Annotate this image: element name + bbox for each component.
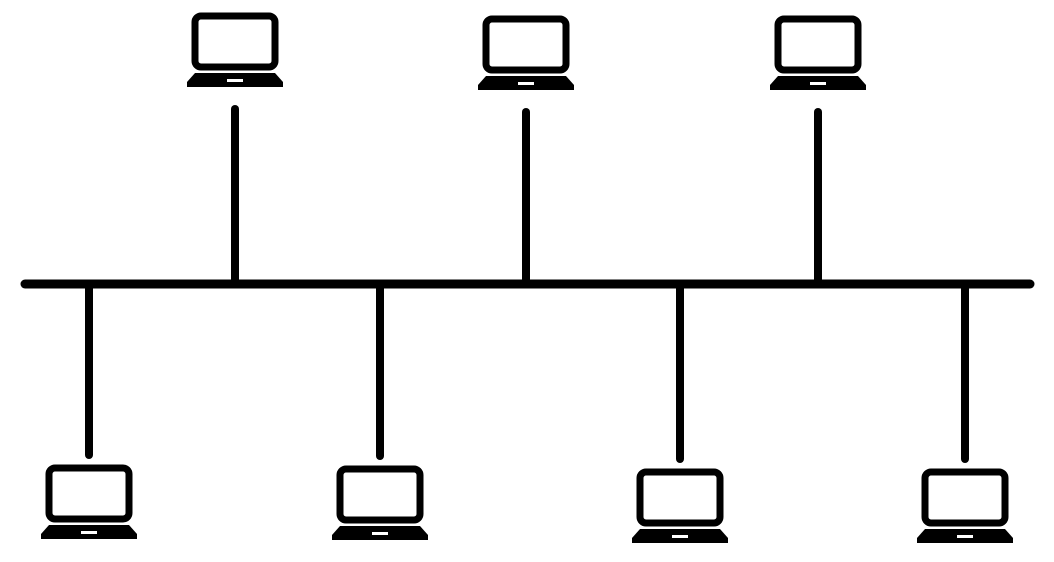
laptop-bottom-3 (632, 468, 728, 543)
laptop-icon (917, 468, 1013, 543)
laptop-bottom-1 (41, 464, 137, 539)
laptop-bottom-4 (917, 468, 1013, 543)
laptop-icon (478, 15, 574, 90)
laptop-icon (41, 464, 137, 539)
laptop-bottom-2 (332, 465, 428, 540)
laptop-top-2 (478, 15, 574, 90)
laptop-icon (632, 468, 728, 543)
laptop-icon (332, 465, 428, 540)
laptop-top-1 (187, 12, 283, 87)
laptop-icon (187, 12, 283, 87)
laptop-top-3 (770, 15, 866, 90)
laptop-icon (770, 15, 866, 90)
